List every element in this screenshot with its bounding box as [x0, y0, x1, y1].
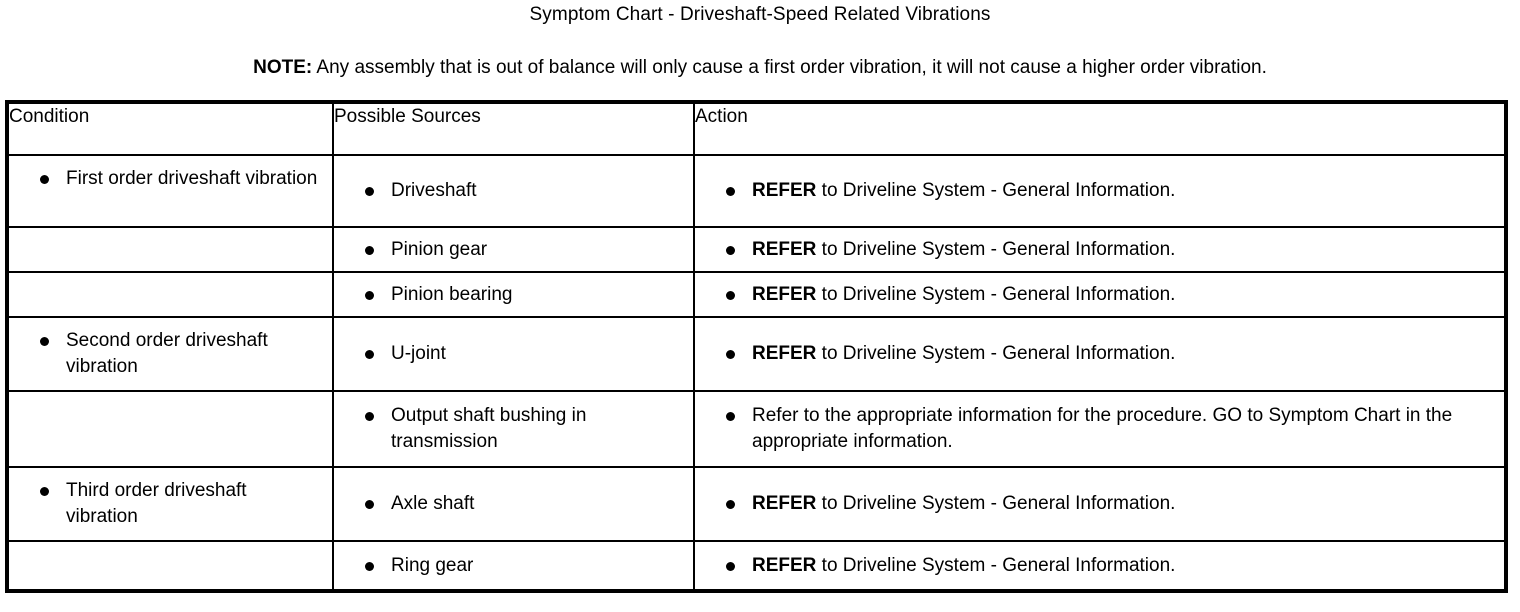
table-row: Second order driveshaft vibration U-join… — [6, 316, 1507, 392]
action-text: REFER to Driveline System - General Info… — [695, 237, 1504, 263]
action-emphasis: REFER — [752, 238, 817, 260]
action-remainder: to Driveline System - General Informatio… — [816, 554, 1176, 576]
action-remainder: to Driveline System - General Informatio… — [816, 283, 1176, 305]
condition-text: Second order driveshaft vibration — [9, 328, 332, 380]
cell-action: REFER to Driveline System - General Info… — [693, 154, 1507, 228]
cell-source: Axle shaft — [332, 466, 695, 542]
symptom-chart-table: Condition Possible Sources Action First … — [5, 100, 1508, 593]
cell-condition: First order driveshaft vibration — [6, 154, 334, 228]
action-text: REFER to Driveline System - General Info… — [695, 282, 1504, 308]
table-row: First order driveshaft vibration Drivesh… — [6, 154, 1507, 228]
note-text: Any assembly that is out of balance will… — [312, 57, 1267, 78]
cell-action: Refer to the appropriate information for… — [693, 390, 1507, 468]
table-row: Output shaft bushing in transmission Ref… — [6, 390, 1507, 468]
cell-condition-empty — [6, 390, 334, 468]
cell-condition-empty — [6, 226, 334, 273]
table-body: First order driveshaft vibration Drivesh… — [6, 154, 1507, 592]
source-text: Pinion gear — [334, 237, 693, 263]
action-text: REFER to Driveline System - General Info… — [695, 491, 1504, 517]
action-remainder: Refer to the appropriate information for… — [752, 405, 1453, 452]
cell-action: REFER to Driveline System - General Info… — [693, 466, 1507, 542]
action-text: REFER to Driveline System - General Info… — [695, 553, 1504, 579]
note-paragraph: NOTE: Any assembly that is out of balanc… — [0, 56, 1520, 80]
cell-source: Pinion bearing — [332, 271, 695, 318]
cell-source: Pinion gear — [332, 226, 695, 273]
action-emphasis: REFER — [752, 283, 817, 305]
source-text: Axle shaft — [334, 491, 693, 517]
cell-condition-empty — [6, 540, 334, 592]
action-emphasis: REFER — [752, 180, 817, 201]
column-header-condition: Condition — [6, 101, 334, 156]
table-row: Ring gear REFER to Driveline System - Ge… — [6, 540, 1507, 592]
action-remainder: to Driveline System - General Informatio… — [816, 343, 1176, 364]
table-row: Third order driveshaft vibration Axle sh… — [6, 466, 1507, 542]
cell-source: Driveshaft — [332, 154, 695, 228]
action-remainder: to Driveline System - General Informatio… — [816, 238, 1176, 260]
note-label: NOTE: — [253, 57, 313, 78]
cell-action: REFER to Driveline System - General Info… — [693, 226, 1507, 273]
cell-action: REFER to Driveline System - General Info… — [693, 271, 1507, 318]
table-row: Pinion bearing REFER to Driveline System… — [6, 271, 1507, 318]
action-remainder: to Driveline System - General Informatio… — [816, 493, 1176, 514]
condition-text: First order driveshaft vibration — [9, 166, 332, 192]
action-remainder: to Driveline System - General Informatio… — [816, 180, 1176, 201]
page-title: Symptom Chart - Driveshaft-Speed Related… — [529, 4, 991, 25]
action-text: REFER to Driveline System - General Info… — [695, 178, 1504, 204]
action-text: REFER to Driveline System - General Info… — [695, 341, 1504, 367]
cell-action: REFER to Driveline System - General Info… — [693, 316, 1507, 392]
cell-condition: Third order driveshaft vibration — [6, 466, 334, 542]
source-text: Pinion bearing — [334, 282, 693, 308]
source-text: Driveshaft — [334, 178, 693, 204]
cell-condition: Second order driveshaft vibration — [6, 316, 334, 392]
condition-text: Third order driveshaft vibration — [9, 478, 332, 530]
table-header: Condition Possible Sources Action — [6, 101, 1507, 156]
cell-action: REFER to Driveline System - General Info… — [693, 540, 1507, 592]
cell-source: U-joint — [332, 316, 695, 392]
action-emphasis: REFER — [752, 343, 817, 364]
table-header-row: Condition Possible Sources Action — [6, 101, 1507, 156]
source-text: U-joint — [334, 341, 693, 367]
action-emphasis: REFER — [752, 554, 817, 576]
cell-condition-empty — [6, 271, 334, 318]
action-text: Refer to the appropriate information for… — [695, 403, 1504, 455]
source-text: Output shaft bushing in transmission — [334, 403, 693, 455]
source-text: Ring gear — [334, 553, 693, 579]
action-emphasis: REFER — [752, 493, 817, 514]
column-header-action: Action — [693, 101, 1507, 156]
cell-source: Ring gear — [332, 540, 695, 592]
table-row: Pinion gear REFER to Driveline System - … — [6, 226, 1507, 273]
cell-source: Output shaft bushing in transmission — [332, 390, 695, 468]
column-header-possible-sources: Possible Sources — [332, 101, 695, 156]
